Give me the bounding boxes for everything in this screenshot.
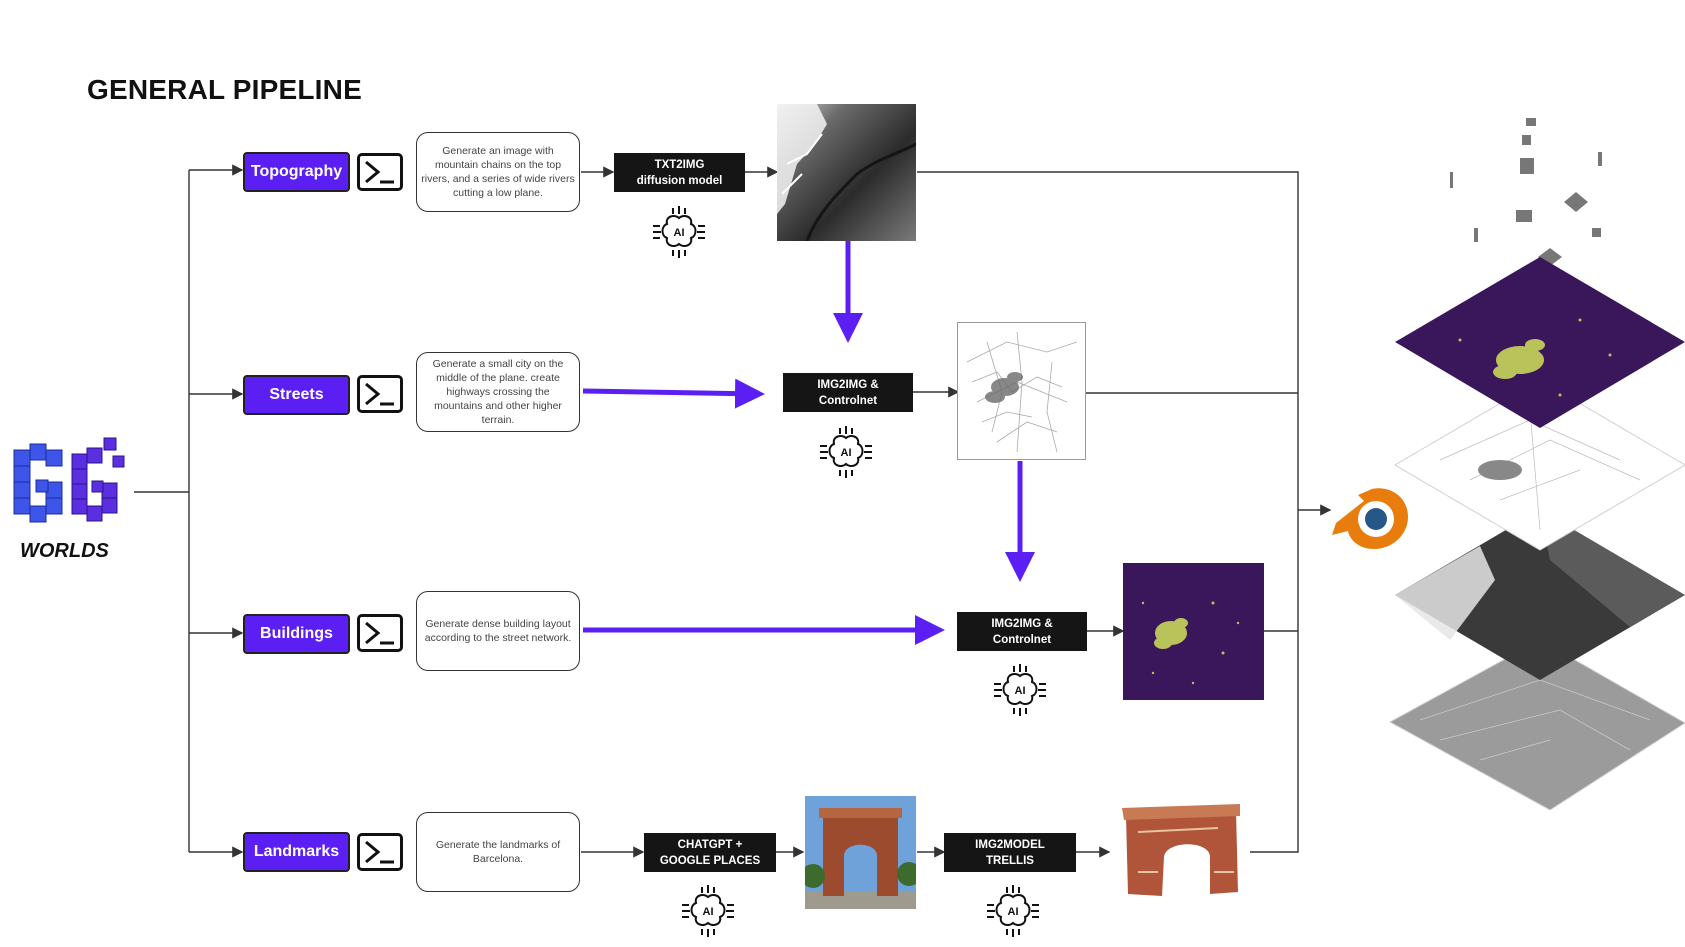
terminal-icon <box>357 375 403 413</box>
heightmap-image <box>777 104 916 241</box>
model-line1: IMG2MODEL <box>975 838 1045 851</box>
arc-de-triomf-3d-model <box>1122 804 1240 896</box>
prompt-buildings: Generate dense building layout according… <box>416 591 580 671</box>
page-title: GENERAL PIPELINE <box>87 74 362 105</box>
prompt-landmarks: Generate the landmarks of Barcelona. <box>416 812 580 892</box>
ai-badge-text: AI <box>1015 685 1026 697</box>
category-topography[interactable]: Topography <box>243 152 350 192</box>
category-streets[interactable]: Streets <box>243 375 350 415</box>
category-buildings[interactable]: Buildings <box>243 614 350 654</box>
model-line2: Controlnet <box>992 633 1052 646</box>
ai-brain-chip-icon: AI <box>820 426 872 478</box>
ai-badge-text: AI <box>703 906 714 918</box>
ai-brain-chip-icon: AI <box>653 206 705 258</box>
ai-brain-chip-icon: AI <box>987 885 1039 937</box>
model-line2: diffusion model <box>636 174 723 187</box>
model-txt2img: TXT2IMG diffusion model <box>614 153 745 192</box>
model-line1: TXT2IMG <box>654 158 705 171</box>
terminal-icon <box>357 614 403 652</box>
model-img2model-trellis: IMG2MODEL TRELLIS <box>944 833 1076 872</box>
blender-logo-icon <box>1332 488 1408 549</box>
model-line2: TRELLIS <box>986 854 1034 867</box>
model-line2: GOOGLE PLACES <box>659 854 761 867</box>
ai-badge-text: AI <box>1008 906 1019 918</box>
landmark-fragments <box>1450 118 1602 266</box>
layer-relief <box>1388 639 1685 810</box>
logo-label: WORLDS <box>20 540 109 562</box>
ai-brain-chip-icon: AI <box>682 885 734 937</box>
model-img2img-controlnet: IMG2IMG & Controlnet <box>957 612 1087 651</box>
ai-brain-chip-icon: AI <box>994 664 1046 716</box>
ai-badge-text: AI <box>674 227 685 239</box>
model-img2img-controlnet: IMG2IMG & Controlnet <box>783 373 913 412</box>
building-map-image <box>1123 563 1264 700</box>
layer-streets <box>1394 379 1685 551</box>
model-chatgpt-google-places: CHATGPT + GOOGLE PLACES <box>644 833 776 872</box>
terminal-icon <box>357 153 403 191</box>
model-line1: IMG2IMG & <box>991 617 1053 630</box>
street-map-image <box>957 322 1086 460</box>
terminal-icon <box>357 833 403 871</box>
prompt-topography: Generate an image with mountain chains o… <box>416 132 580 212</box>
model-line2: Controlnet <box>818 394 878 407</box>
ai-badge-text: AI <box>841 447 852 459</box>
prompt-streets: Generate a small city on the middle of t… <box>416 352 580 432</box>
isometric-layer-stack <box>1388 118 1685 810</box>
model-line1: CHATGPT + <box>677 838 743 851</box>
arc-de-triomf-photo <box>805 796 916 909</box>
category-landmarks[interactable]: Landmarks <box>243 832 350 872</box>
model-line1: IMG2IMG & <box>817 378 879 391</box>
gg-cube-logo-icon <box>13 437 125 523</box>
